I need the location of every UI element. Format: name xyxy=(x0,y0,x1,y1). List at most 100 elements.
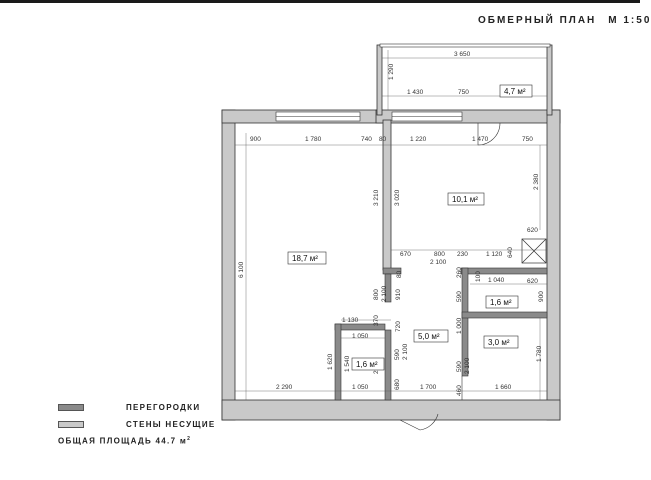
area-hall: 5,0 м² xyxy=(418,332,440,341)
dim-c-260: 260 xyxy=(456,267,463,278)
partition-hall-left xyxy=(384,273,392,303)
dim-c-720: 720 xyxy=(395,321,402,332)
dim-top-1220: 1 220 xyxy=(410,136,427,143)
dim-bot-460: 460 xyxy=(456,385,463,396)
area-tag-hall: 5,0 м² xyxy=(413,329,449,343)
dim-k-640: 640 xyxy=(507,247,514,258)
room-area-tags: 18,7 м² 10,1 м² 4,7 м² 5,0 м² 1,6 м² 3,0… xyxy=(287,84,533,371)
legend-partitions-label: ПЕРЕГОРОДКИ xyxy=(126,403,201,412)
dim-c-1130: 1 130 xyxy=(342,317,359,324)
top-border xyxy=(0,0,640,3)
wall-bottom xyxy=(221,399,561,421)
plan-title-text: ОБМЕРНЫЙ ПЛАН xyxy=(478,15,597,26)
dim-c-100a: 100 xyxy=(475,271,482,282)
vent-shaft xyxy=(521,238,547,264)
area-tag-kitchen: 10,1 м² xyxy=(447,192,485,206)
balcony-wall-right xyxy=(546,44,553,116)
area-tag-balcony: 4,7 м² xyxy=(499,84,533,98)
dim-balcony-seg2: 750 xyxy=(458,89,469,96)
entrance-door xyxy=(399,413,439,431)
dim-top-900: 900 xyxy=(250,136,261,143)
windows xyxy=(275,43,551,122)
dim-k-800: 800 xyxy=(434,251,445,258)
dim-c-590a: 590 xyxy=(456,291,463,302)
legend-bearing-label: СТЕНЫ НЕСУЩИЕ xyxy=(126,420,216,429)
plan-scale: М 1:50 xyxy=(608,15,651,26)
balcony-wall-left xyxy=(376,44,383,116)
dim-c-80: 80 xyxy=(396,270,403,278)
dim-c-1040: 1 040 xyxy=(488,277,505,284)
total-area-sup: 2 xyxy=(187,436,192,442)
area-bath: 3,0 м² xyxy=(488,338,510,347)
dim-k-620a: 620 xyxy=(527,227,538,234)
dim-k-1120: 1 120 xyxy=(486,251,503,258)
area-wc: 1,6 м² xyxy=(490,298,512,307)
wall-left xyxy=(221,109,236,421)
dim-c-680: 680 xyxy=(394,379,401,390)
dim-balcony-width: 3 650 xyxy=(454,51,471,58)
partition-closet-right xyxy=(384,329,392,401)
dim-wall-3020: 3 020 xyxy=(394,189,401,206)
area-living: 18,7 м² xyxy=(292,254,318,263)
area-tag-bath: 3,0 м² xyxy=(483,335,519,349)
dim-c-1540: 1 540 xyxy=(344,355,351,372)
partition-bath-left xyxy=(461,267,469,377)
dim-c-1000: 1 000 xyxy=(456,317,463,334)
area-tag-closet: 1,6 м² xyxy=(351,357,385,371)
dim-k-2100: 2 100 xyxy=(430,259,447,266)
area-tag-wc: 1,6 м² xyxy=(485,295,519,309)
dim-c-910: 910 xyxy=(395,289,402,300)
dim-left-6100: 6 100 xyxy=(238,261,245,278)
dim-balcony-seg1: 1 430 xyxy=(407,89,424,96)
dim-top-750: 750 xyxy=(522,136,533,143)
dimension-labels: 3 650 1 290 1 430 750 900 1 780 740 80 1… xyxy=(238,51,545,396)
dim-c-900: 900 xyxy=(538,291,545,302)
partition-swatch xyxy=(58,404,84,411)
legend-partitions xyxy=(58,404,84,411)
dim-bot-2290: 2 290 xyxy=(276,384,293,391)
dim-top-80: 80 xyxy=(379,136,387,143)
partition-kitchen-bottom xyxy=(382,267,402,275)
dim-top-1780: 1 780 xyxy=(305,136,322,143)
dim-k-670: 670 xyxy=(400,251,411,258)
wall-right xyxy=(546,109,561,421)
partition-closet-left xyxy=(334,323,342,401)
dim-c-370: 370 xyxy=(373,315,380,326)
dim-k-230: 230 xyxy=(457,251,468,258)
doors xyxy=(399,122,501,431)
total-area-text: ОБЩАЯ ПЛОЩАДЬ 44.7 м xyxy=(58,436,188,446)
bearing-swatch xyxy=(58,421,84,428)
dim-right-2380: 2 380 xyxy=(533,173,540,190)
area-balcony: 4,7 м² xyxy=(504,87,526,96)
dimension-lines xyxy=(235,50,547,400)
dim-top-740: 740 xyxy=(361,136,372,143)
plan-title: ОБМЕРНЫЙ ПЛАН М 1:50 xyxy=(478,15,651,26)
dim-balcony-depth: 1 290 xyxy=(388,63,395,80)
dim-top-1470: 1 470 xyxy=(472,136,489,143)
dim-c-1780: 1 780 xyxy=(536,345,543,362)
dim-bot-1050: 1 050 xyxy=(352,384,369,391)
partition-walls xyxy=(334,267,548,401)
area-closet: 1,6 м² xyxy=(356,360,378,369)
dim-c-590b: 590 xyxy=(394,349,401,360)
dim-c-2100c: 2 100 xyxy=(464,357,471,374)
dim-k-620b: 620 xyxy=(527,278,538,285)
dim-c-1050a: 1 050 xyxy=(352,333,369,340)
dim-c-1620: 1 620 xyxy=(327,353,334,370)
dim-wall-3210: 3 210 xyxy=(373,189,380,206)
dim-bot-1660: 1 660 xyxy=(495,384,512,391)
legend-bearing xyxy=(58,421,84,428)
total-area: ОБЩАЯ ПЛОЩАДЬ 44.7 м2 xyxy=(58,436,191,446)
dim-c-2100b: 2 100 xyxy=(402,343,409,360)
dim-bot-1700: 1 700 xyxy=(420,384,437,391)
dim-c-2100: 2 100 xyxy=(381,285,388,302)
area-tag-living: 18,7 м² xyxy=(287,251,327,265)
window-balcony xyxy=(379,43,551,48)
dim-c-800: 800 xyxy=(373,289,380,300)
partition-wc-top xyxy=(460,267,548,275)
dim-c-590c: 590 xyxy=(456,361,463,372)
area-kitchen: 10,1 м² xyxy=(452,195,478,204)
partition-bath-top xyxy=(461,311,548,319)
